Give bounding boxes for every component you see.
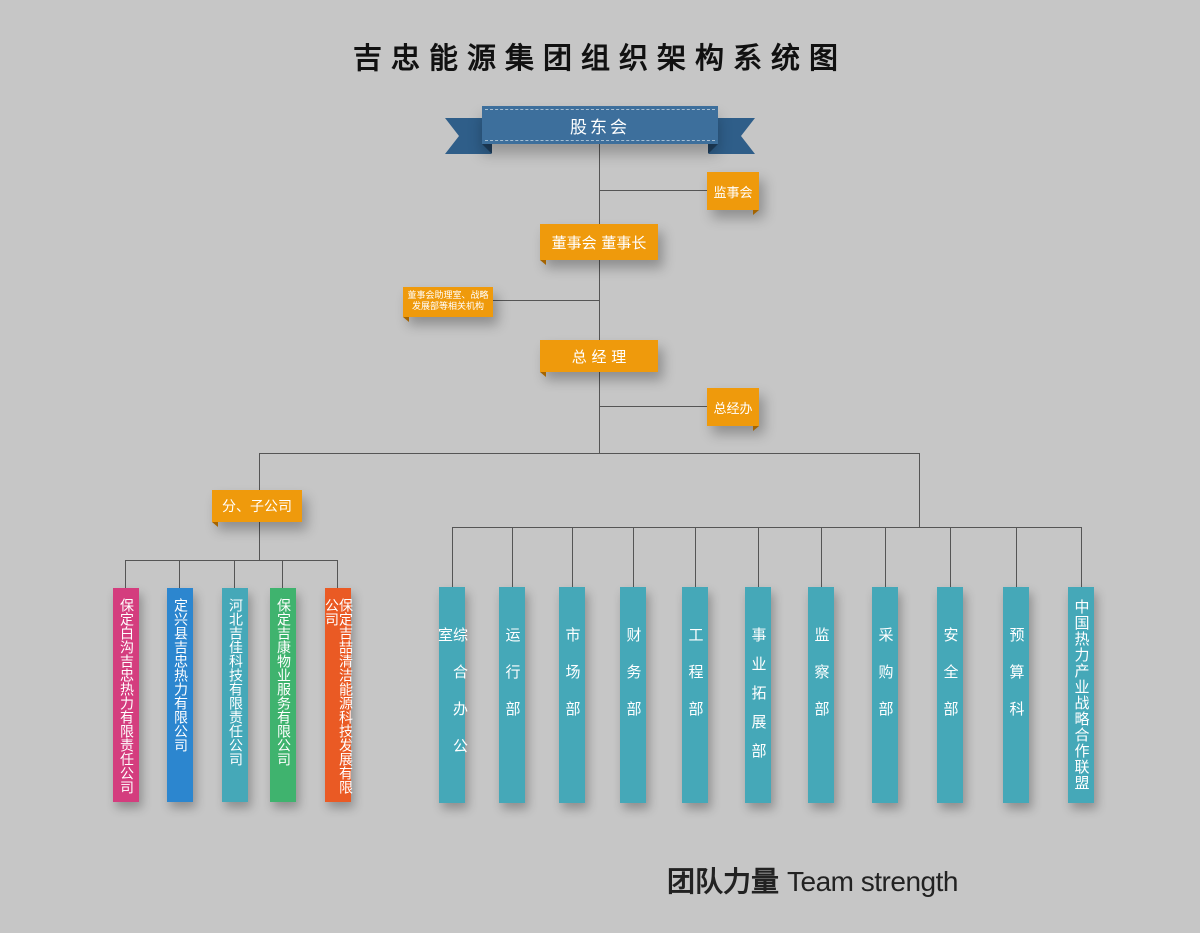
department-box: 财务部: [620, 587, 646, 803]
gm-label: 总 经 理: [571, 347, 627, 366]
department-label: 运行部: [503, 627, 522, 738]
subsidiary-group-box: 分、子公司: [212, 490, 302, 527]
page-title: 吉忠能源集团组织架构系统图: [352, 41, 847, 75]
department-box: 综合办公室: [436, 587, 469, 803]
department-box: 中国热力产业战略合作联盟: [1068, 587, 1094, 803]
shareholders-banner: 股东会: [482, 106, 718, 144]
department-label: 中国热力产业战略合作联盟: [1072, 599, 1091, 791]
department-drop-line: [452, 527, 453, 587]
footer-en: Team strength: [787, 866, 958, 897]
department-box: 采购部: [872, 587, 898, 803]
department-drop-line: [1081, 527, 1082, 587]
department-box: 安全部: [937, 587, 963, 803]
department-label: 安全部: [941, 627, 960, 738]
department-drop-line: [572, 527, 573, 587]
department-drop-line: [1016, 527, 1017, 587]
supervisors-connector: [599, 190, 707, 191]
subsidiary-bus-line: [125, 560, 338, 561]
subsidiary-box: 保定白沟吉忠热力有限责任公司: [113, 588, 139, 802]
footer-cn: 团队力量: [667, 865, 780, 898]
department-drop-line: [950, 527, 951, 587]
subsidiary-drop-line: [179, 560, 180, 588]
gm-office-label: 总经办: [713, 401, 753, 417]
board-office-box: 董事会助理室、战略发展部等相关机构: [403, 287, 493, 322]
board-box: 董事会 董事长: [540, 224, 658, 265]
department-box: 事业拓展部: [745, 587, 771, 803]
gm-office-connector: [599, 406, 707, 407]
supervisors-box: 监事会: [707, 172, 759, 215]
subsidiary-box: 河北吉佳科技有限责任公司: [222, 588, 248, 802]
subsidiary-drop-line: [125, 560, 126, 588]
subsidiary-box: 保定吉喆清洁能源科技发展有限公司: [323, 588, 353, 802]
department-box: 市场部: [559, 587, 585, 803]
right-branch-line: [919, 453, 920, 527]
subsidiary-drop-line: [337, 560, 338, 588]
department-drop-line: [885, 527, 886, 587]
subsidiary-label: 保定白沟吉忠热力有限责任公司: [118, 598, 134, 794]
shareholders-label: 股东会: [570, 117, 630, 138]
department-label: 工程部: [686, 627, 705, 738]
subsidiary-label: 定兴县吉忠热力有限公司: [172, 598, 188, 752]
gm-box: 总 经 理: [540, 340, 658, 377]
department-label: 监察部: [812, 627, 831, 738]
department-label: 预算科: [1007, 627, 1026, 738]
subsidiary-label: 保定吉康物业服务有限公司: [275, 598, 291, 766]
banner-fold-right: [708, 144, 718, 154]
subsidiary-box: 保定吉康物业服务有限公司: [270, 588, 296, 802]
subsidiary-group-label: 分、子公司: [222, 499, 292, 515]
board-label: 董事会 董事长: [551, 233, 647, 252]
department-label: 综合办公室: [436, 627, 469, 775]
department-box: 工程部: [682, 587, 708, 803]
department-label: 市场部: [563, 627, 582, 738]
department-label: 事业拓展部: [749, 627, 768, 772]
department-label: 采购部: [876, 627, 895, 738]
department-label: 财务部: [624, 627, 643, 738]
gm-office-box: 总经办: [707, 388, 759, 431]
department-box: 监察部: [808, 587, 834, 803]
subsidiary-box: 定兴县吉忠热力有限公司: [167, 588, 193, 802]
department-drop-line: [821, 527, 822, 587]
subsidiary-label: 河北吉佳科技有限责任公司: [227, 598, 243, 766]
department-drop-line: [695, 527, 696, 587]
board-office-connector: [492, 300, 600, 301]
subsidiary-drop-line: [282, 560, 283, 588]
department-box: 预算科: [1003, 587, 1029, 803]
department-box: 运行部: [499, 587, 525, 803]
department-drop-line: [633, 527, 634, 587]
subsidiary-label: 保定吉喆清洁能源科技发展有限公司: [323, 598, 353, 794]
main-split-line: [259, 453, 920, 454]
banner-fold-left: [482, 144, 492, 154]
department-bus-line: [452, 527, 1081, 528]
board-office-label: 董事会助理室、战略发展部等相关机构: [407, 291, 489, 312]
department-drop-line: [758, 527, 759, 587]
subsidiary-drop-line: [234, 560, 235, 588]
supervisors-label: 监事会: [713, 185, 753, 201]
department-drop-line: [512, 527, 513, 587]
trunk-line-top: [599, 140, 600, 454]
